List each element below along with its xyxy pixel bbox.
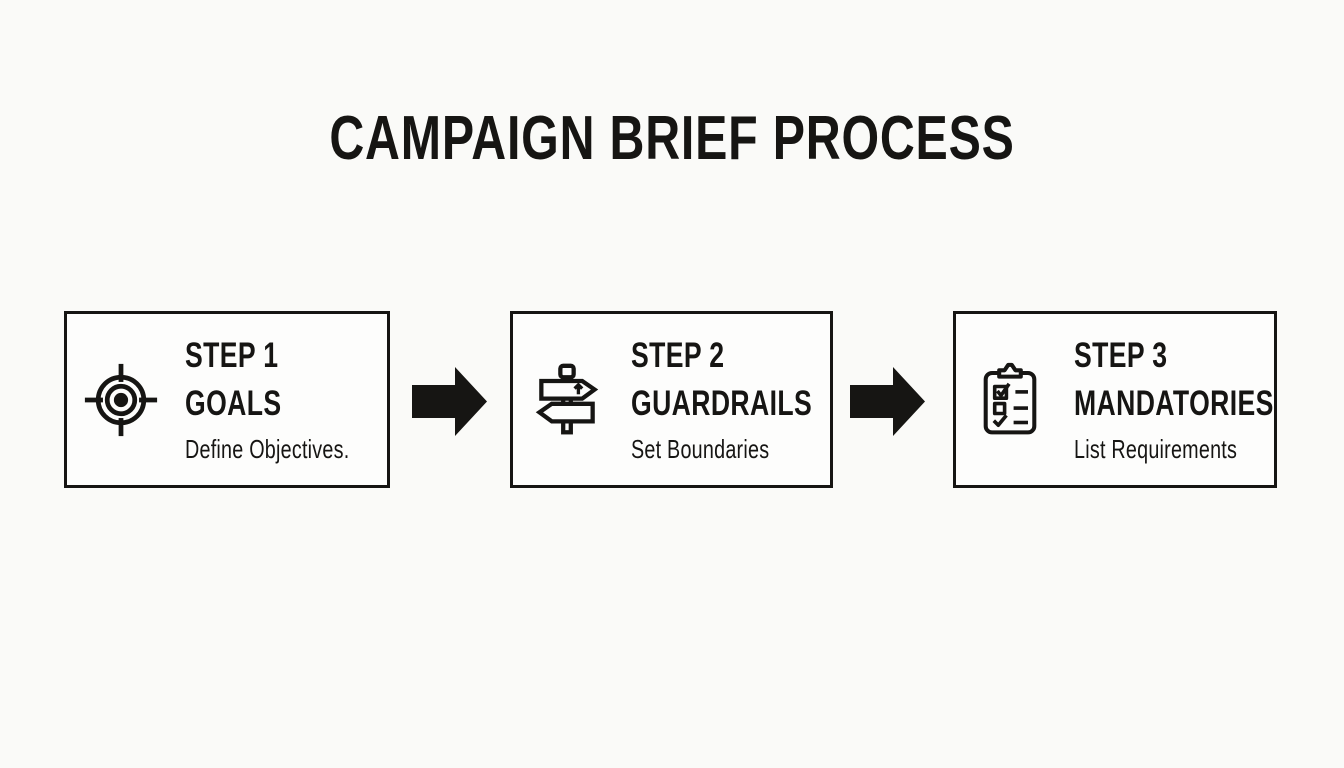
step-box-guardrails: STEP 2 GUARDRAILS Set Boundaries xyxy=(510,311,833,488)
step-title: GUARDRAILS xyxy=(631,384,813,424)
arrow-right-icon xyxy=(412,366,488,437)
step-title: GOALS xyxy=(185,384,282,424)
step-text-block: STEP 3 MANDATORIES List Requirements xyxy=(1074,333,1274,467)
step-title: MANDATORIES xyxy=(1074,384,1274,424)
step-text-block: STEP 2 GUARDRAILS Set Boundaries xyxy=(631,333,812,467)
step-label: STEP 2 xyxy=(631,335,725,375)
step-text-block: STEP 1 GOALS Define Objectives. xyxy=(185,333,349,467)
step-label: STEP 3 xyxy=(1074,335,1168,375)
step-box-mandatories: STEP 3 MANDATORIES List Requirements xyxy=(953,311,1277,488)
arrow-right-icon xyxy=(850,366,926,437)
page-title: CAMPAIGN BRIEF PROCESS xyxy=(329,104,1015,173)
step-label: STEP 1 xyxy=(185,335,279,375)
target-icon xyxy=(83,360,159,440)
step-subtitle: Set Boundaries xyxy=(631,433,770,464)
step-box-goals: STEP 1 GOALS Define Objectives. xyxy=(64,311,390,488)
clipboard-checklist-icon xyxy=(972,360,1048,440)
signpost-icon xyxy=(529,360,605,440)
step-subtitle: List Requirements xyxy=(1074,433,1238,464)
step-subtitle: Define Objectives. xyxy=(185,433,350,464)
